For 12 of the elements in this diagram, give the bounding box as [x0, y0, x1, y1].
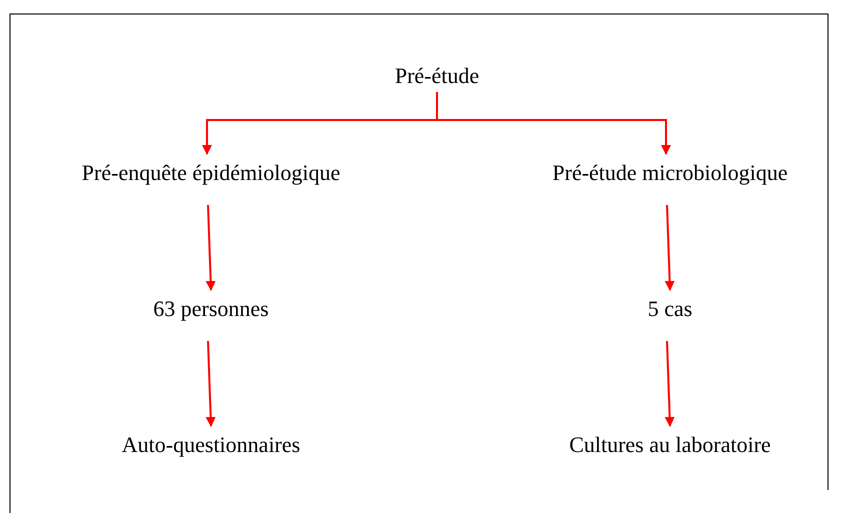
arrow	[206, 204, 216, 291]
arrow	[206, 340, 216, 427]
node-label: 5 cas	[648, 296, 692, 321]
arrow	[664, 204, 675, 291]
arrow	[664, 340, 675, 427]
arrow	[436, 92, 671, 155]
node-label: 63 personnes	[153, 296, 269, 321]
node-label: Pré-étude	[394, 63, 480, 88]
node-label: Pré-étude microbiologique	[552, 160, 788, 185]
node-label: Auto-questionnaires	[122, 432, 300, 457]
node-label: Cultures au laboratoire	[569, 432, 771, 457]
node-label: Pré-enquête épidémiologique	[82, 160, 340, 185]
